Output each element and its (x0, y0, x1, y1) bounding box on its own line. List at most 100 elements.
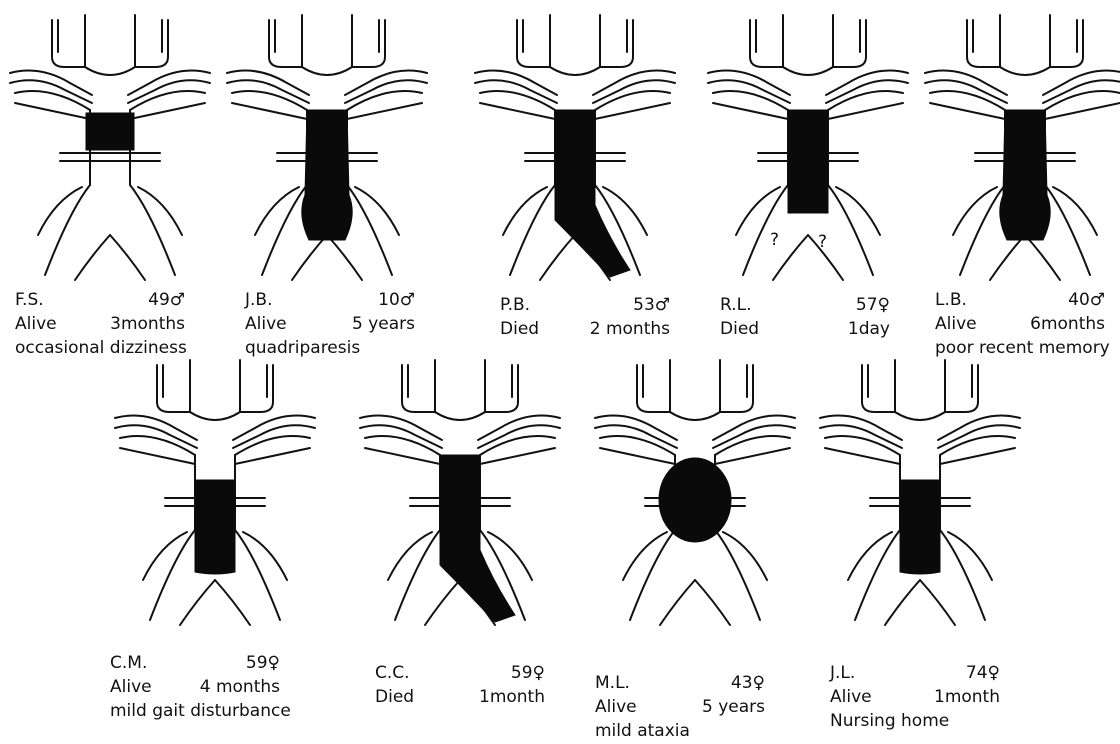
anterior-cerebral-vessel (352, 15, 385, 67)
superior-cerebellar-vessel (347, 91, 422, 110)
pica-vessel (948, 532, 992, 580)
pica-vessel (388, 532, 432, 580)
superior-cerebellar-vessel (232, 91, 307, 110)
case-note: occasional dizziness (15, 338, 187, 358)
superior-cerebellar-vessel (235, 448, 310, 464)
case-initials: P.B. (500, 295, 530, 315)
case-duration: 5 years (352, 314, 415, 334)
case-panel: J.B.10♂Alive5 yearsquadriparesis (227, 15, 427, 358)
case-outcome: Alive (830, 687, 872, 707)
vertebral-artery (347, 185, 392, 275)
vertebral-artery (940, 530, 985, 620)
anterior-cerebral-vessel (157, 360, 190, 412)
superior-cerebellar-vessel (15, 103, 90, 119)
occlusion-mark (195, 480, 235, 574)
vertebral-artery (630, 530, 675, 620)
case-age-sex: 40♂ (1068, 290, 1105, 310)
anterior-cerebral-vessel (52, 15, 85, 67)
case-note: quadriparesis (245, 338, 360, 358)
case-initials: F.S. (15, 290, 44, 310)
vertebral-artery (920, 580, 955, 625)
vertebral-artery (960, 185, 1005, 275)
superior-cerebellar-vessel (365, 448, 440, 464)
anterior-communicating-vessel (783, 67, 833, 75)
superior-cerebellar-vessel (347, 103, 422, 119)
anterior-cerebral-vessel (862, 360, 895, 412)
occlusion-mark (788, 110, 828, 213)
case-note: Nursing home (830, 711, 949, 731)
case-duration: 2 months (590, 319, 670, 339)
case-duration: 1day (848, 319, 890, 339)
superior-cerebellar-vessel (120, 436, 195, 455)
vertebral-artery (327, 235, 362, 280)
occlusion-mark (555, 110, 630, 277)
case-panel: C.M.59♀Alive4 monthsmild gait disturbanc… (110, 360, 315, 721)
anterior-communicating-vessel (1000, 67, 1050, 75)
case-outcome: Alive (15, 314, 57, 334)
superior-cerebellar-vessel (825, 436, 900, 455)
case-age-sex: 59♀ (511, 663, 545, 683)
anterior-cerebral-vessel (240, 360, 273, 412)
vertebral-artery (235, 530, 280, 620)
occlusion-mark (900, 480, 940, 574)
case-duration: 5 years (702, 697, 765, 717)
anterior-communicating-vessel (85, 67, 135, 75)
pica-vessel (1053, 187, 1097, 235)
anterior-communicating-vessel (670, 412, 720, 420)
vertebral-artery (1025, 235, 1060, 280)
pica-vessel (488, 532, 532, 580)
case-initials: R.L. (720, 295, 752, 315)
superior-cerebellar-vessel (940, 448, 1015, 464)
vertebral-artery (540, 235, 575, 280)
case-initials: J.L. (829, 663, 855, 683)
case-note: poor recent memory (935, 338, 1110, 358)
vertebral-artery (150, 530, 195, 620)
vertebral-artery (110, 235, 145, 280)
superior-cerebellar-vessel (595, 103, 670, 119)
superior-cerebellar-vessel (828, 91, 903, 110)
vertebral-artery (743, 185, 788, 275)
case-outcome: Alive (245, 314, 287, 334)
case-initials: M.L. (595, 673, 630, 693)
vertebral-artery (425, 580, 460, 625)
case-duration: 1month (934, 687, 1000, 707)
anterior-cerebral-vessel (269, 15, 302, 67)
vertebral-artery (130, 185, 175, 275)
case-note: mild gait disturbance (110, 701, 291, 721)
pica-vessel (953, 187, 997, 235)
superior-cerebellar-vessel (828, 103, 903, 119)
vertebral-artery (510, 185, 555, 275)
vertebral-artery (695, 580, 730, 625)
vertebral-artery (215, 580, 250, 625)
case-panel: P.B.53♂Died2 months (475, 15, 675, 339)
pica-vessel (848, 532, 892, 580)
superior-cerebellar-vessel (595, 91, 670, 110)
superior-cerebellar-vessel (232, 103, 307, 119)
superior-cerebellar-vessel (715, 448, 790, 464)
vertebral-artery (180, 580, 215, 625)
superior-cerebellar-vessel (930, 103, 1005, 119)
vertebral-artery (828, 185, 873, 275)
vertebral-artery (660, 580, 695, 625)
superior-cerebellar-vessel (15, 91, 90, 110)
anterior-cerebral-vessel (720, 360, 753, 412)
anterior-communicating-vessel (435, 412, 485, 420)
case-duration: 3months (110, 314, 185, 334)
anterior-communicating-vessel (190, 412, 240, 420)
case-initials: L.B. (935, 290, 967, 310)
superior-cerebellar-vessel (825, 448, 900, 464)
superior-cerebellar-vessel (930, 91, 1005, 110)
case-duration: 4 months (200, 677, 280, 697)
pica-vessel (503, 187, 547, 235)
case-age-sex: 74♀ (966, 663, 1000, 683)
case-outcome: Died (375, 687, 414, 707)
anterior-communicating-vessel (550, 67, 600, 75)
case-panel: J.L. 74♀ Alive 1monthNursing home (820, 360, 1020, 731)
case-age-sex: 10♂ (378, 290, 415, 310)
vertebral-artery (990, 235, 1025, 280)
case-outcome: Alive (935, 314, 977, 334)
